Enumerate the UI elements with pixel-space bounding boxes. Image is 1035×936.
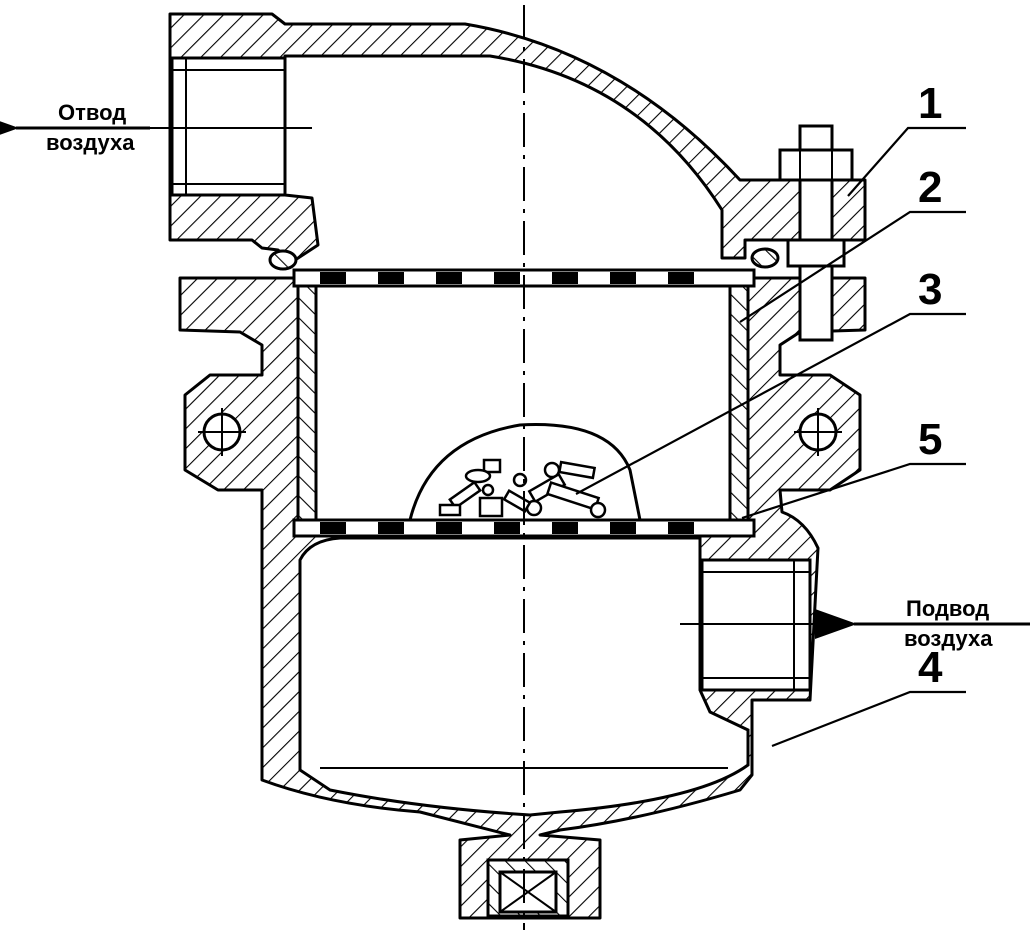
upper-mesh-dots [320, 272, 694, 284]
svg-text:5: 5 [918, 415, 942, 464]
callout-3: 3 [575, 265, 966, 495]
right-mount-hole [794, 408, 842, 456]
inlet-label-line2: воздуха [904, 626, 993, 651]
svg-text:3: 3 [918, 265, 942, 314]
svg-text:2: 2 [918, 163, 942, 212]
svg-text:4: 4 [918, 643, 943, 692]
callout-1: 1 [847, 79, 966, 197]
callout-4: 4 [771, 643, 966, 748]
lower-mesh-dots [320, 522, 694, 534]
callout-5: 5 [741, 415, 966, 520]
clamp-bolt [778, 124, 854, 342]
right-seal-ring [750, 247, 780, 269]
inlet-label-line1: Подвод [906, 596, 989, 621]
svg-text:1: 1 [918, 79, 942, 128]
outlet-label-line2: воздуха [46, 130, 135, 155]
outlet-label-line1: Отвод [58, 100, 126, 125]
filter-cartridge-part-2 [296, 284, 318, 524]
left-mount-hole [198, 408, 246, 456]
metal-chips [438, 458, 607, 519]
cover-part-1 [168, 12, 867, 264]
callout-2: 2 [739, 163, 966, 323]
outlet-bore [170, 56, 287, 197]
left-seal-ring [268, 249, 298, 271]
